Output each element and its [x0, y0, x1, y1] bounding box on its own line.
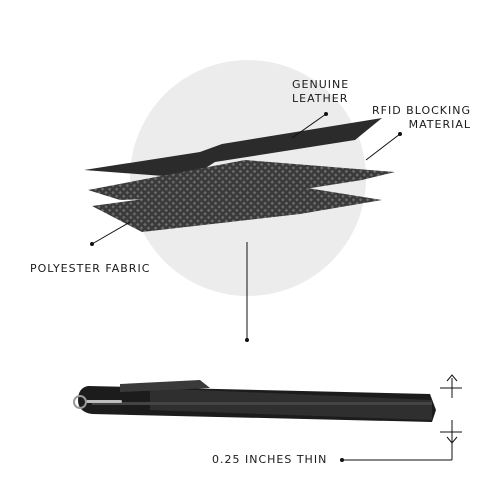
genuine-leather-label: GENUINE LEATHER: [292, 78, 349, 106]
polyester-leader-dot: [90, 242, 94, 246]
rfid-blocking-label-line2: MATERIAL: [408, 118, 472, 131]
genuine-leather-label-line1: GENUINE: [292, 78, 350, 91]
polyester-layer: [92, 182, 382, 232]
wallet-leader-dot: [245, 338, 249, 342]
polyester-fabric-label: POLYESTER FABRIC: [30, 262, 151, 275]
wallet-side-view: [73, 380, 436, 422]
genuine-leather-label-line2: LEATHER: [292, 92, 349, 105]
rfid-leader-dot: [398, 132, 402, 136]
leather-leader-line: [291, 113, 327, 139]
polyester-leader-line: [91, 221, 131, 245]
leather-leader-dot: [324, 112, 328, 116]
rfid-blocking-label: RFID BLOCKING MATERIAL: [372, 104, 471, 132]
rfid-blocking-label-line1: RFID BLOCKING: [372, 104, 472, 117]
leather-layer: [84, 118, 382, 178]
rfid-layer: [88, 160, 395, 200]
thickness-dimension: [340, 374, 462, 462]
rfid-leader-line: [365, 133, 401, 161]
thickness-label: 0.25 INCHES THIN: [212, 453, 328, 466]
